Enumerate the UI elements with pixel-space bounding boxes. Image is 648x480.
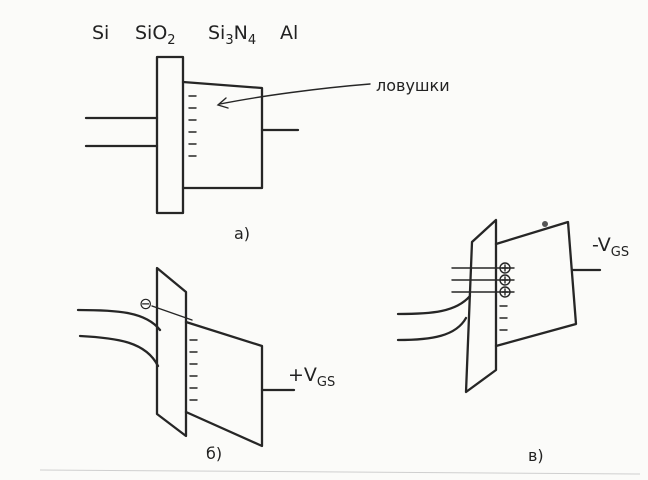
- c-hole-markers: [499, 262, 511, 298]
- subfigure-label-b-text: б): [206, 444, 223, 463]
- voltage-positive-sub: GS: [316, 374, 336, 390]
- electron-marker: ⊖: [139, 296, 152, 312]
- label-si3n4: Si3N4: [208, 24, 256, 47]
- subfigure-label-c-text: в): [528, 446, 544, 465]
- c-sio2-barrier: [464, 218, 498, 394]
- label-traps-text: ловушки: [376, 76, 450, 95]
- traps-pointer-arrowhead: [216, 97, 229, 109]
- label-al: Al: [280, 24, 298, 43]
- label-si-text: Si: [92, 22, 110, 44]
- label-traps: ловушки: [376, 78, 450, 94]
- voltage-label-negative: -VGS: [592, 236, 629, 259]
- subfigure-label-c: в): [528, 448, 544, 464]
- a-sio2-barrier: [155, 55, 185, 215]
- label-sio2: SiO2: [135, 24, 176, 47]
- label-si3n4-sub2: 4: [247, 32, 257, 48]
- c-si-conduction-band: [396, 294, 472, 316]
- subfigure-label-b: б): [206, 446, 222, 462]
- a-nitride-layer: [181, 80, 264, 190]
- label-si: Si: [92, 24, 109, 43]
- subfigure-label-a: a): [234, 226, 250, 242]
- c-si-valence-band: [396, 316, 468, 342]
- label-al-text: Al: [280, 22, 299, 44]
- subfigure-label-a-text: a): [234, 224, 251, 243]
- label-si3n4-si: Si: [208, 22, 226, 44]
- diagram-a: [84, 55, 371, 215]
- diagram-b: [76, 266, 296, 448]
- scan-noise: [39, 221, 641, 475]
- voltage-negative-sub: GS: [610, 244, 630, 260]
- voltage-positive-text: +V: [288, 364, 317, 386]
- b-trap-marks: [189, 339, 198, 401]
- diagram-c: [396, 218, 602, 394]
- b-si-valence-band: [78, 334, 160, 368]
- b-si-conduction-band: [76, 308, 162, 332]
- c-hole-marker: [499, 274, 511, 286]
- label-si3n4-n: N: [233, 22, 248, 44]
- c-hole-marker: [499, 286, 511, 298]
- label-sio2-text: SiO: [135, 22, 168, 44]
- label-si3n4-sub1: 3: [225, 32, 234, 48]
- label-sio2-sub: 2: [167, 32, 176, 48]
- electron-marker-text: ⊖: [139, 294, 153, 313]
- b-tunnel-path: [151, 305, 193, 321]
- c-nitride-layer: [494, 220, 578, 348]
- c-trap-marks: [499, 305, 508, 331]
- traps-pointer-line: [219, 83, 371, 105]
- voltage-label-positive: +VGS: [288, 366, 335, 389]
- scan-line: [39, 469, 641, 475]
- a-trap-marks: [188, 95, 197, 157]
- scan-speck: [542, 221, 548, 227]
- b-nitride-layer: [184, 320, 264, 448]
- c-hole-marker: [499, 262, 511, 274]
- b-sio2-barrier: [155, 266, 188, 438]
- voltage-negative-text: -V: [592, 234, 611, 256]
